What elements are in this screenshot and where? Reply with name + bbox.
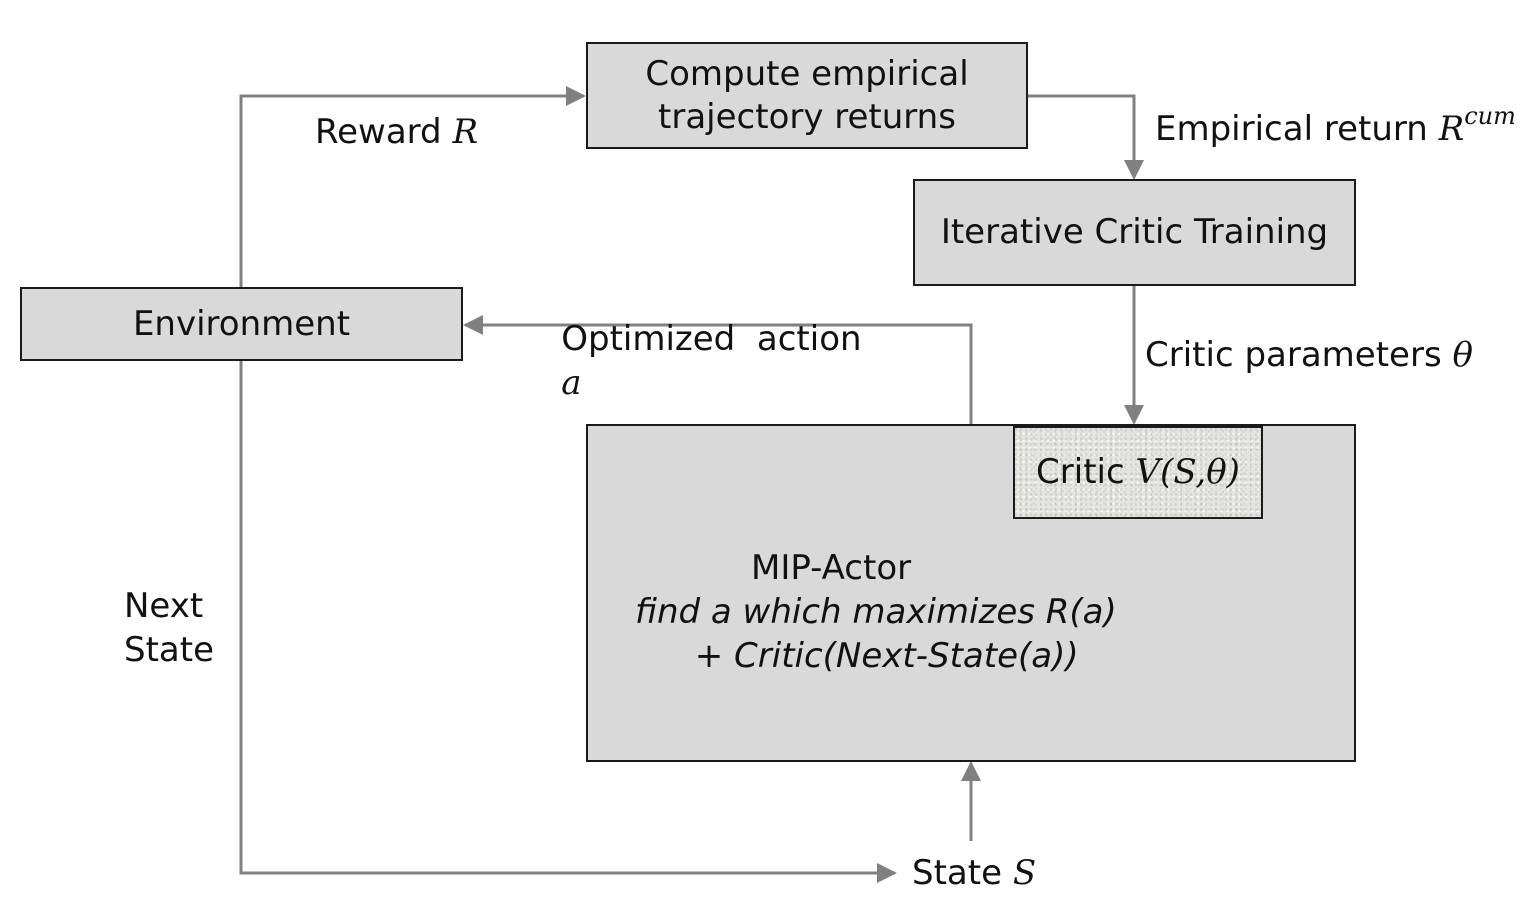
environment-label: Environment xyxy=(132,303,351,344)
optimized-action-label: Optimized action a xyxy=(518,273,862,449)
critic-box: Critic V(S,θ) xyxy=(1013,426,1263,519)
critic-parameters-label: Critic parameters θ xyxy=(1145,333,1473,377)
reward-symbol: R xyxy=(452,112,479,152)
optimized-action-symbol: a xyxy=(561,363,582,403)
next-state-arrowhead xyxy=(877,863,897,883)
critic-parameters-text: Critic parameters xyxy=(1145,335,1442,375)
reward-text: Reward xyxy=(315,112,442,152)
empirical-return-text: Empirical return xyxy=(1155,109,1428,149)
empirical-return-label: Empirical return Rcum xyxy=(1155,94,1516,151)
critic-parameters-symbol: θ xyxy=(1452,335,1473,375)
next-state-label: Next State xyxy=(124,586,214,670)
critic-training-label: Iterative Critic Training xyxy=(940,212,1329,252)
empirical-return-arrow xyxy=(1028,94,1136,177)
state-text: State xyxy=(912,853,1002,893)
mip-actor-objective: find a which maximizes R(a) + Critic(Nex… xyxy=(635,592,1117,676)
critic-training-box: Iterative Critic Training xyxy=(913,179,1356,286)
critic-label: Critic V(S,θ) xyxy=(1036,451,1240,494)
state-symbol: S xyxy=(1012,853,1037,893)
mip-actor-title: MIP-Actor xyxy=(751,548,912,588)
critic-symbol: V(S,θ) xyxy=(1135,452,1240,492)
empirical-return-superscript: cum xyxy=(1464,102,1516,130)
empirical-return-arrowhead xyxy=(1124,160,1144,180)
optimized-action-arrow xyxy=(465,323,973,425)
mip-actor-box: MIP-Actor find a which maximizes R(a) + … xyxy=(586,424,1356,762)
environment-box: Environment xyxy=(20,287,463,361)
compute-returns-box: Compute empirical trajectory returns xyxy=(586,42,1028,149)
empirical-return-symbol: R xyxy=(1438,109,1465,149)
compute-returns-label: Compute empirical trajectory returns xyxy=(645,53,969,137)
next-state-arrow xyxy=(239,361,895,875)
state-label: State S xyxy=(912,851,1036,895)
reward-arrow xyxy=(239,94,584,288)
critic-parameters-arrowhead xyxy=(1124,405,1144,425)
optimized-action-text: Optimized action xyxy=(561,319,862,359)
critic-text: Critic xyxy=(1036,452,1125,492)
state-arrowhead xyxy=(961,761,981,781)
reward-arrowhead xyxy=(566,86,586,106)
reward-label: Reward R xyxy=(315,110,478,154)
optimized-action-arrowhead xyxy=(463,315,483,335)
